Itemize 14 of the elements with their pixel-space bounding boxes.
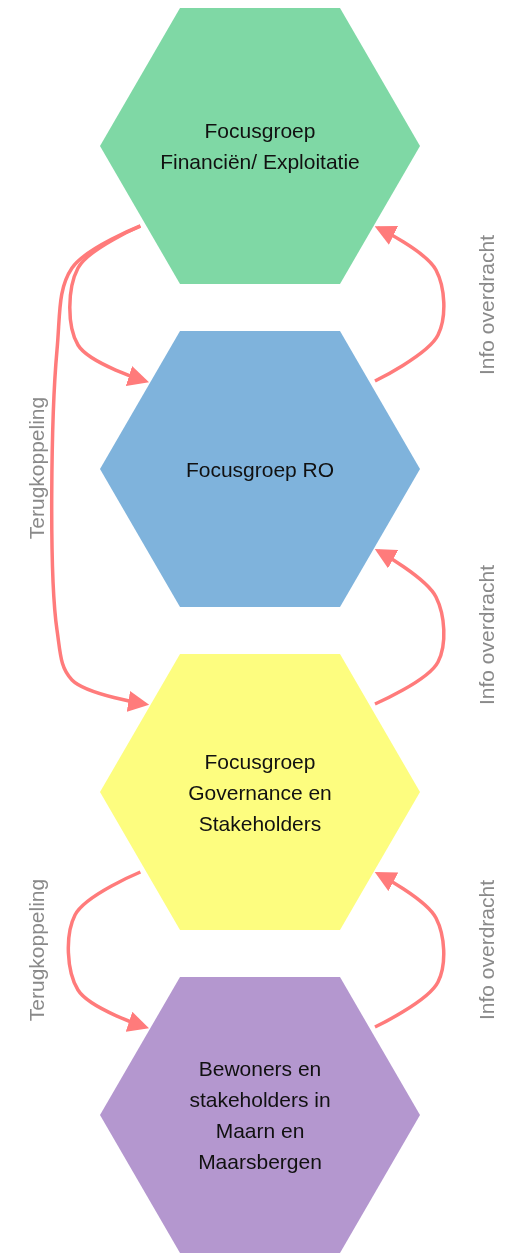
node-label: Focusgroep Governance en Stakeholders [187, 748, 333, 837]
hexagon-node [100, 331, 420, 607]
curved-arrow [374, 226, 446, 383]
node-label: Bewoners en stakeholders in Maarn en Maarsbergen [188, 1056, 332, 1175]
node-label: Focusgroep RO [184, 456, 336, 483]
curved-arrow [374, 548, 446, 706]
node-label: Focusgroep Financiën/ Exploitatie [160, 118, 360, 175]
hexagon-node [100, 654, 420, 930]
curved-arrow [68, 224, 149, 386]
curved-arrow [66, 870, 149, 1032]
hexagon-node [100, 8, 420, 284]
hexagon-node [100, 977, 420, 1253]
curved-arrow [50, 224, 150, 712]
curved-arrow [374, 872, 446, 1029]
